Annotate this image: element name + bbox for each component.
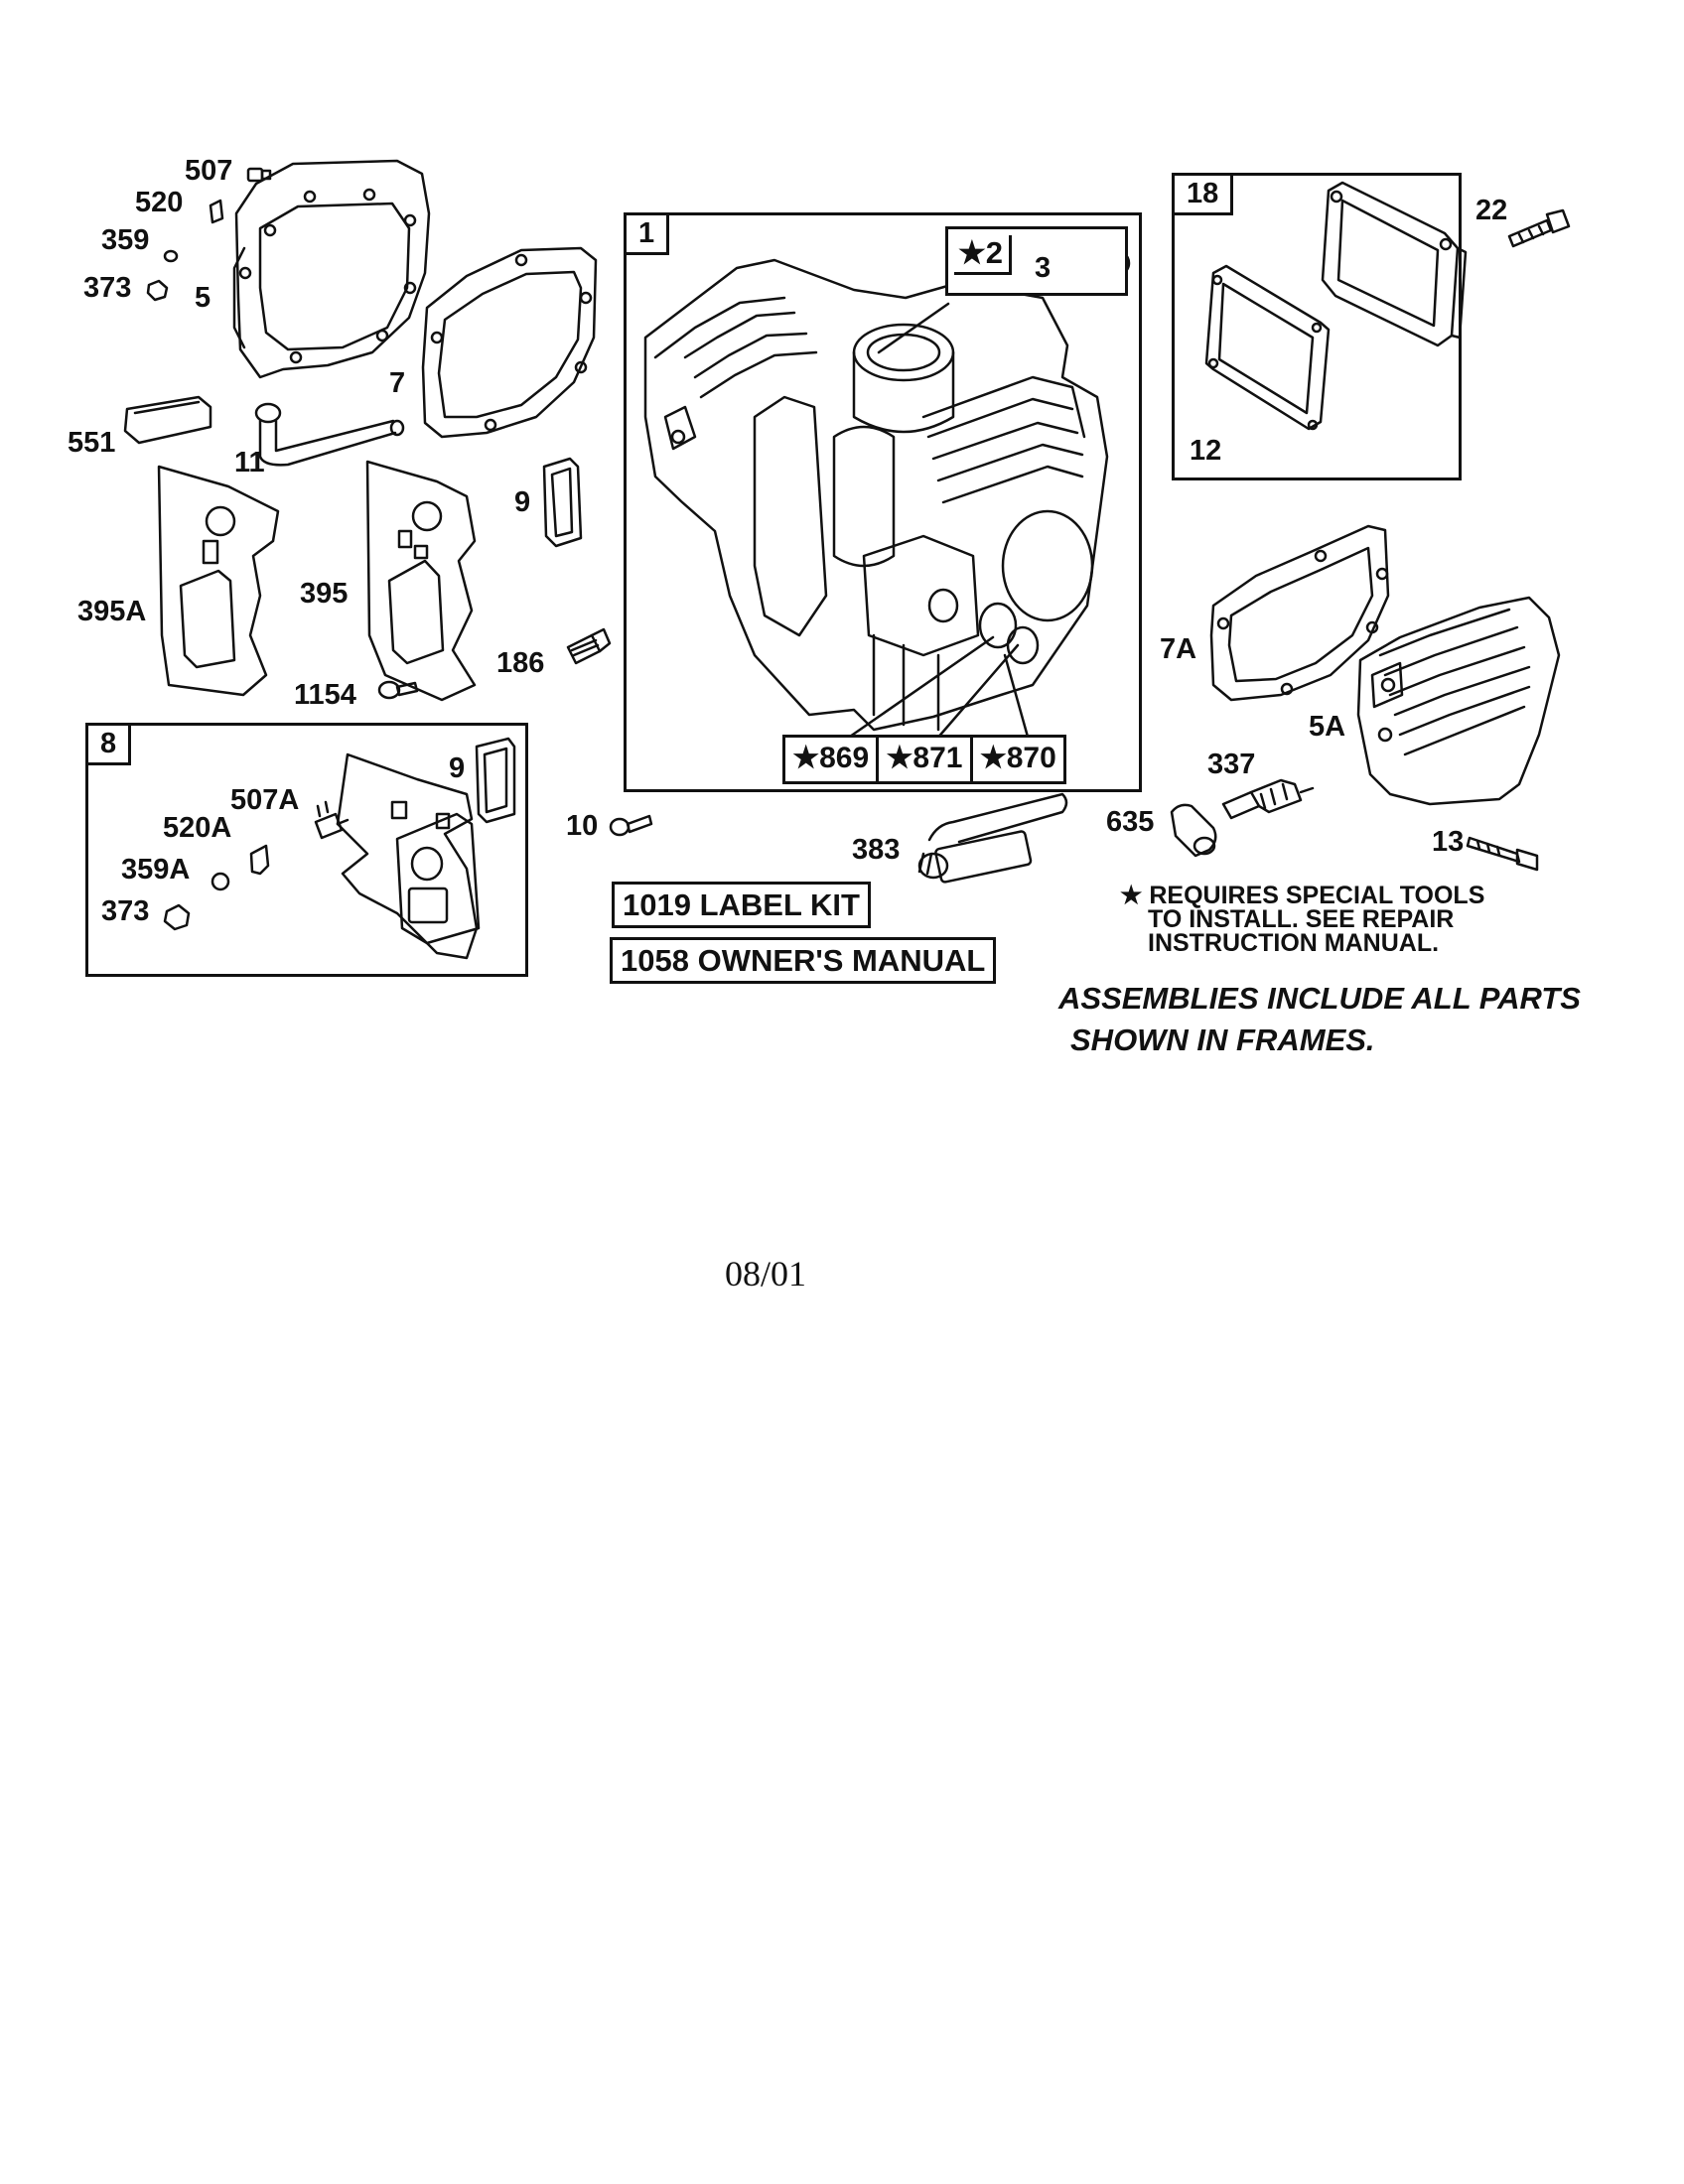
cylinder-head-part-5A: [1356, 596, 1561, 806]
label-520A: 520A: [163, 812, 232, 844]
frame-1: 1: [624, 212, 1142, 792]
label-373-frame8: 373: [101, 895, 150, 927]
special-tools-note-line2: TO INSTALL. SEE REPAIR: [1148, 905, 1455, 933]
leader-star2: [877, 302, 950, 354]
part-2-label: ★2: [954, 235, 1013, 275]
frame-18-tag: 18: [1175, 176, 1234, 215]
label-7A: 7A: [1160, 633, 1197, 665]
special-tools-note-line3: INSTRUCTION MANUAL.: [1148, 929, 1440, 957]
head-cover-part-5: [232, 159, 431, 379]
label-383: 383: [852, 834, 901, 866]
label-551: 551: [68, 427, 116, 459]
label-9-frame8: 9: [449, 752, 466, 784]
label-22: 22: [1475, 195, 1508, 226]
bolt-part-13: [1466, 836, 1539, 872]
screw-part-10: [609, 814, 653, 837]
label-1154: 1154: [294, 679, 356, 711]
part-869-box: ★869 ★871 ★870: [782, 735, 1066, 784]
bolt-part-507: [246, 167, 272, 183]
baffle-part-395A: [157, 465, 280, 697]
valve-cover-part-18: [1321, 181, 1468, 347]
nut-part-373: [146, 279, 169, 302]
breather-tube-part-11: [254, 402, 405, 467]
label-359: 359: [101, 224, 150, 256]
label-11: 11: [234, 447, 265, 478]
head-gasket-part-7: [421, 246, 598, 439]
label-9-upper: 9: [514, 486, 531, 518]
frame-18: 18: [1172, 173, 1462, 480]
owners-manual-box: 1058 OWNER'S MANUAL: [610, 937, 997, 984]
label-337: 337: [1207, 749, 1256, 780]
label-635: 635: [1106, 806, 1155, 838]
valve-cover-gasket-part-12: [1204, 264, 1331, 431]
label-520: 520: [135, 187, 184, 218]
label-7: 7: [389, 367, 406, 399]
clip-part-520A: [249, 844, 270, 876]
part-870-label: ★870: [979, 742, 1056, 774]
clip-part-520: [209, 199, 224, 224]
frame-8: 8: [85, 723, 528, 977]
label-12: 12: [1190, 435, 1222, 467]
label-3: 3: [1035, 252, 1052, 284]
crankcase-part-1: [643, 258, 1109, 732]
assemblies-note-line1: ASSEMBLIES INCLUDE ALL PARTS: [1058, 981, 1581, 1016]
part-869-label: ★869: [785, 738, 880, 781]
spark-plug-boot-part-635: [1170, 803, 1217, 858]
connector-part-507A: [314, 800, 350, 840]
label-373: 373: [83, 272, 132, 304]
label-13: 13: [1432, 826, 1465, 858]
nut-part-373-frame8: [163, 903, 191, 931]
spark-plug-part-337: [1221, 778, 1315, 820]
screw-part-1154: [377, 680, 419, 700]
label-507A: 507A: [230, 784, 300, 816]
assemblies-note-line2: SHOWN IN FRAMES.: [1070, 1023, 1375, 1057]
label-507: 507: [185, 155, 233, 187]
label-395: 395: [300, 578, 349, 610]
washer-part-359A: [210, 872, 230, 891]
fitting-part-186: [566, 627, 612, 665]
breather-gasket-part-9-frame8: [475, 737, 516, 824]
special-tools-note-line1: ★ REQUIRES SPECIAL TOOLS: [1120, 882, 1485, 909]
breather-gasket-part-9: [542, 457, 583, 548]
frame-1-tag: 1: [627, 215, 670, 255]
label-5A: 5A: [1309, 711, 1346, 743]
tool-part-383: [917, 792, 1068, 884]
parts-diagram: [123, 159, 1571, 960]
washer-part-359: [163, 249, 179, 263]
baffle-assembly-part-8: [336, 752, 481, 960]
breather-cover-part-551: [123, 395, 212, 445]
revision-date: 08/01: [725, 1254, 807, 1294]
label-kit-box: 1019 LABEL KIT: [612, 882, 871, 928]
frame-1-part-2-box: ★2: [945, 226, 1128, 296]
label-186: 186: [496, 647, 545, 679]
frame-8-tag: 8: [88, 726, 132, 765]
part-871-label: ★871: [879, 738, 973, 781]
label-10: 10: [566, 810, 599, 842]
label-5: 5: [195, 282, 211, 314]
label-359A: 359A: [121, 854, 191, 886]
label-395A: 395A: [77, 596, 147, 627]
bolt-part-22: [1507, 208, 1571, 248]
head-gasket-part-7A: [1209, 524, 1390, 702]
baffle-part-395: [365, 460, 477, 702]
